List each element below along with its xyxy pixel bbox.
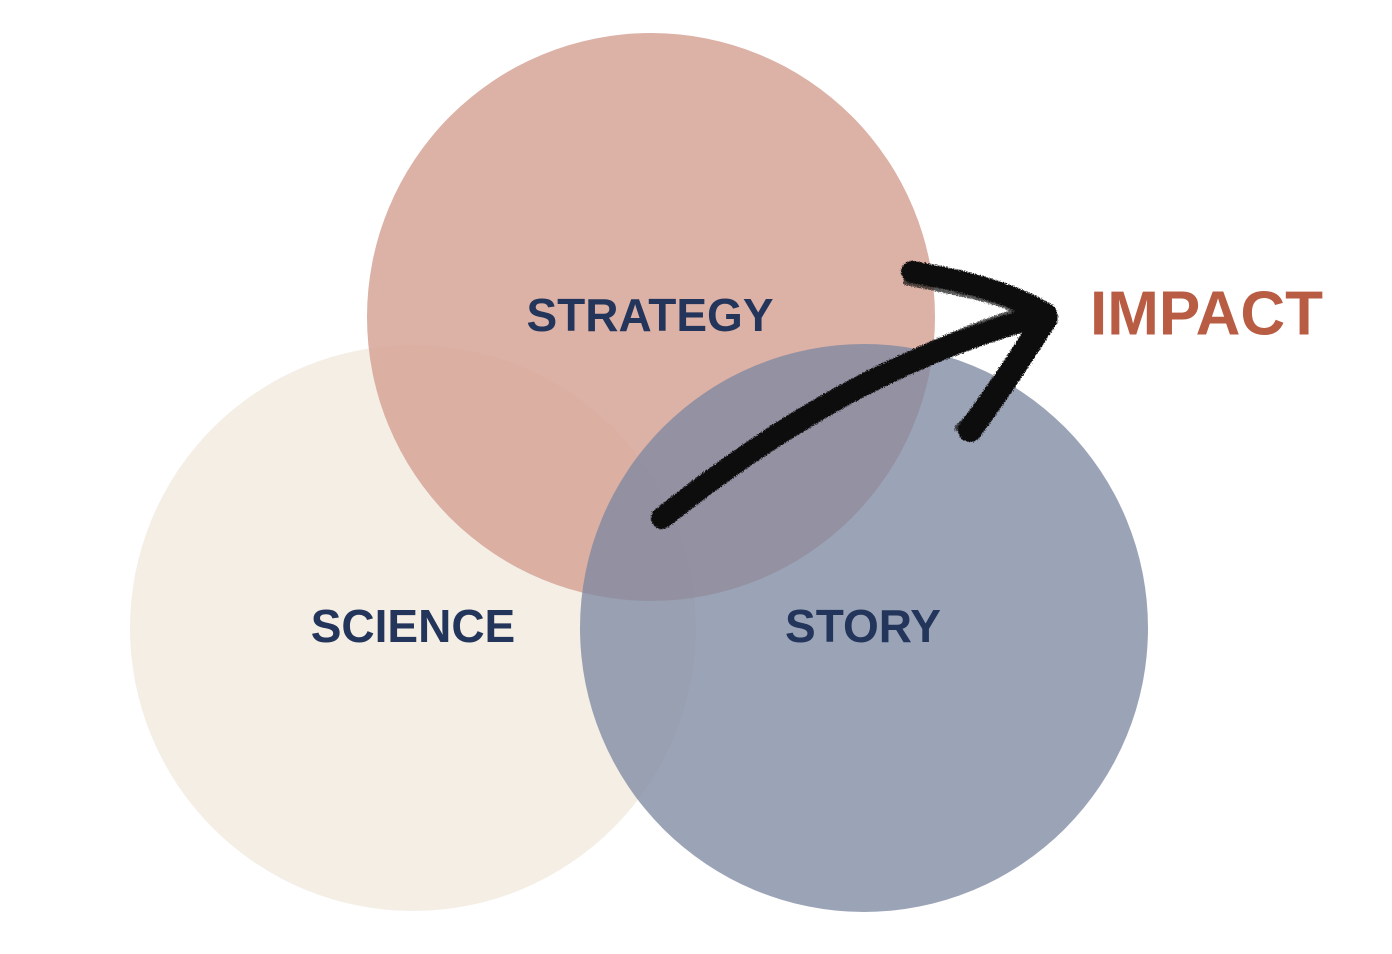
- strategy-label: STRATEGY: [526, 289, 773, 341]
- arrow-icon: [651, 261, 1058, 529]
- science-label: SCIENCE: [311, 600, 515, 652]
- story-label: STORY: [785, 600, 941, 652]
- impact-label: IMPACT: [1090, 279, 1323, 348]
